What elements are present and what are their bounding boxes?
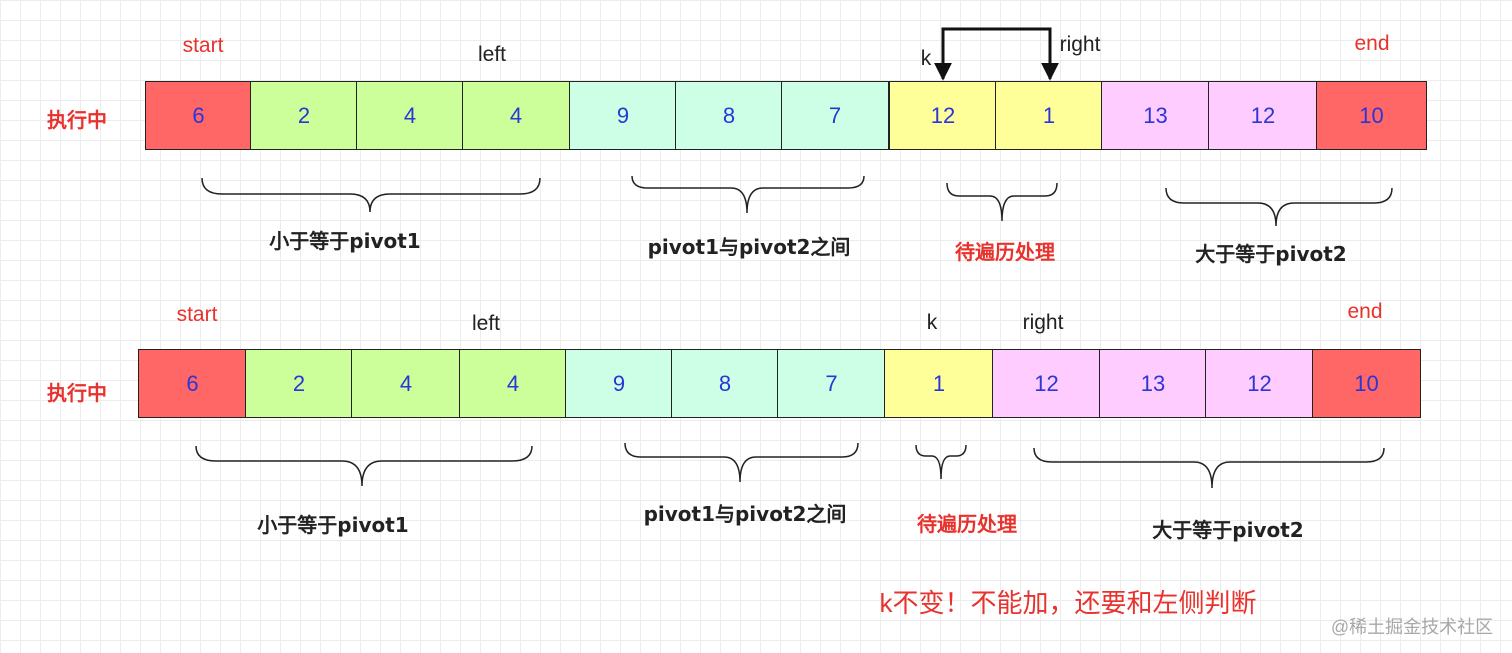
row1-cell: 13	[1101, 81, 1210, 150]
row2-group-le-pivot1: 小于等于pivot1	[257, 513, 409, 537]
row1-pointer-right: right	[1059, 33, 1101, 56]
row2-group-between: pivot1与pivot2之间	[643, 502, 847, 526]
row2-pointer-right: right	[1022, 311, 1064, 334]
row2-cell: 2	[245, 349, 353, 418]
row1-pointer-k: k	[920, 47, 932, 70]
row1-group-between: pivot1与pivot2之间	[647, 235, 851, 259]
row1-group-ge-pivot2: 大于等于pivot2	[1195, 242, 1347, 266]
row2-pointer-start: start	[176, 303, 218, 326]
row1-cell: 8	[675, 81, 783, 150]
row2-cell: 12	[992, 349, 1101, 418]
note-text: k不变！不能加，还要和左侧判断	[879, 588, 1257, 618]
row2-cell: 6	[138, 349, 247, 418]
row2-cell: 13	[1099, 349, 1207, 418]
row2-cell: 4	[351, 349, 461, 418]
row2-brace-pending	[915, 444, 967, 480]
row2-cell: 10	[1312, 349, 1421, 418]
row2-cell: 9	[565, 349, 673, 418]
row1-pointer-left: left	[477, 43, 507, 66]
row1-brace-between	[631, 175, 865, 214]
row2-brace-ge-pivot2	[1033, 447, 1385, 489]
row1-cell: 6	[145, 81, 252, 150]
row2-cell: 7	[777, 349, 886, 418]
row2-side-label: 执行中	[47, 381, 107, 405]
row1-group-pending: 待遍历处理	[955, 240, 1055, 264]
row1-cell: 4	[356, 81, 464, 150]
row1-pointer-start: start	[182, 34, 224, 57]
row2-group-pending: 待遍历处理	[917, 512, 1017, 536]
row2-brace-le-pivot1	[195, 445, 533, 487]
row1-cell: 12	[889, 81, 997, 150]
swap-arrow	[934, 27, 1052, 81]
row2-pointer-left: left	[471, 312, 501, 335]
row1-group-le-pivot1: 小于等于pivot1	[269, 229, 421, 253]
row1-cell: 12	[1208, 81, 1318, 150]
row1-brace-ge-pivot2	[1165, 187, 1393, 227]
row1-brace-pending	[946, 182, 1058, 222]
row1-cell: 7	[781, 81, 889, 150]
row2-brace-between	[624, 442, 859, 483]
row2-cell: 8	[671, 349, 779, 418]
row2-pointer-k: k	[926, 311, 938, 334]
row1-brace-le-pivot1	[201, 177, 541, 213]
row2-pointer-end: end	[1347, 300, 1383, 323]
row2-group-ge-pivot2: 大于等于pivot2	[1152, 518, 1304, 542]
row1-side-label: 执行中	[47, 108, 107, 132]
row1-cell: 1	[995, 81, 1103, 150]
row1-pointer-end: end	[1354, 32, 1390, 55]
row2-cell: 12	[1205, 349, 1314, 418]
row1-cell: 10	[1316, 81, 1427, 150]
row2-cell: 4	[459, 349, 567, 418]
watermark: @稀土掘金技术社区	[1330, 617, 1494, 637]
